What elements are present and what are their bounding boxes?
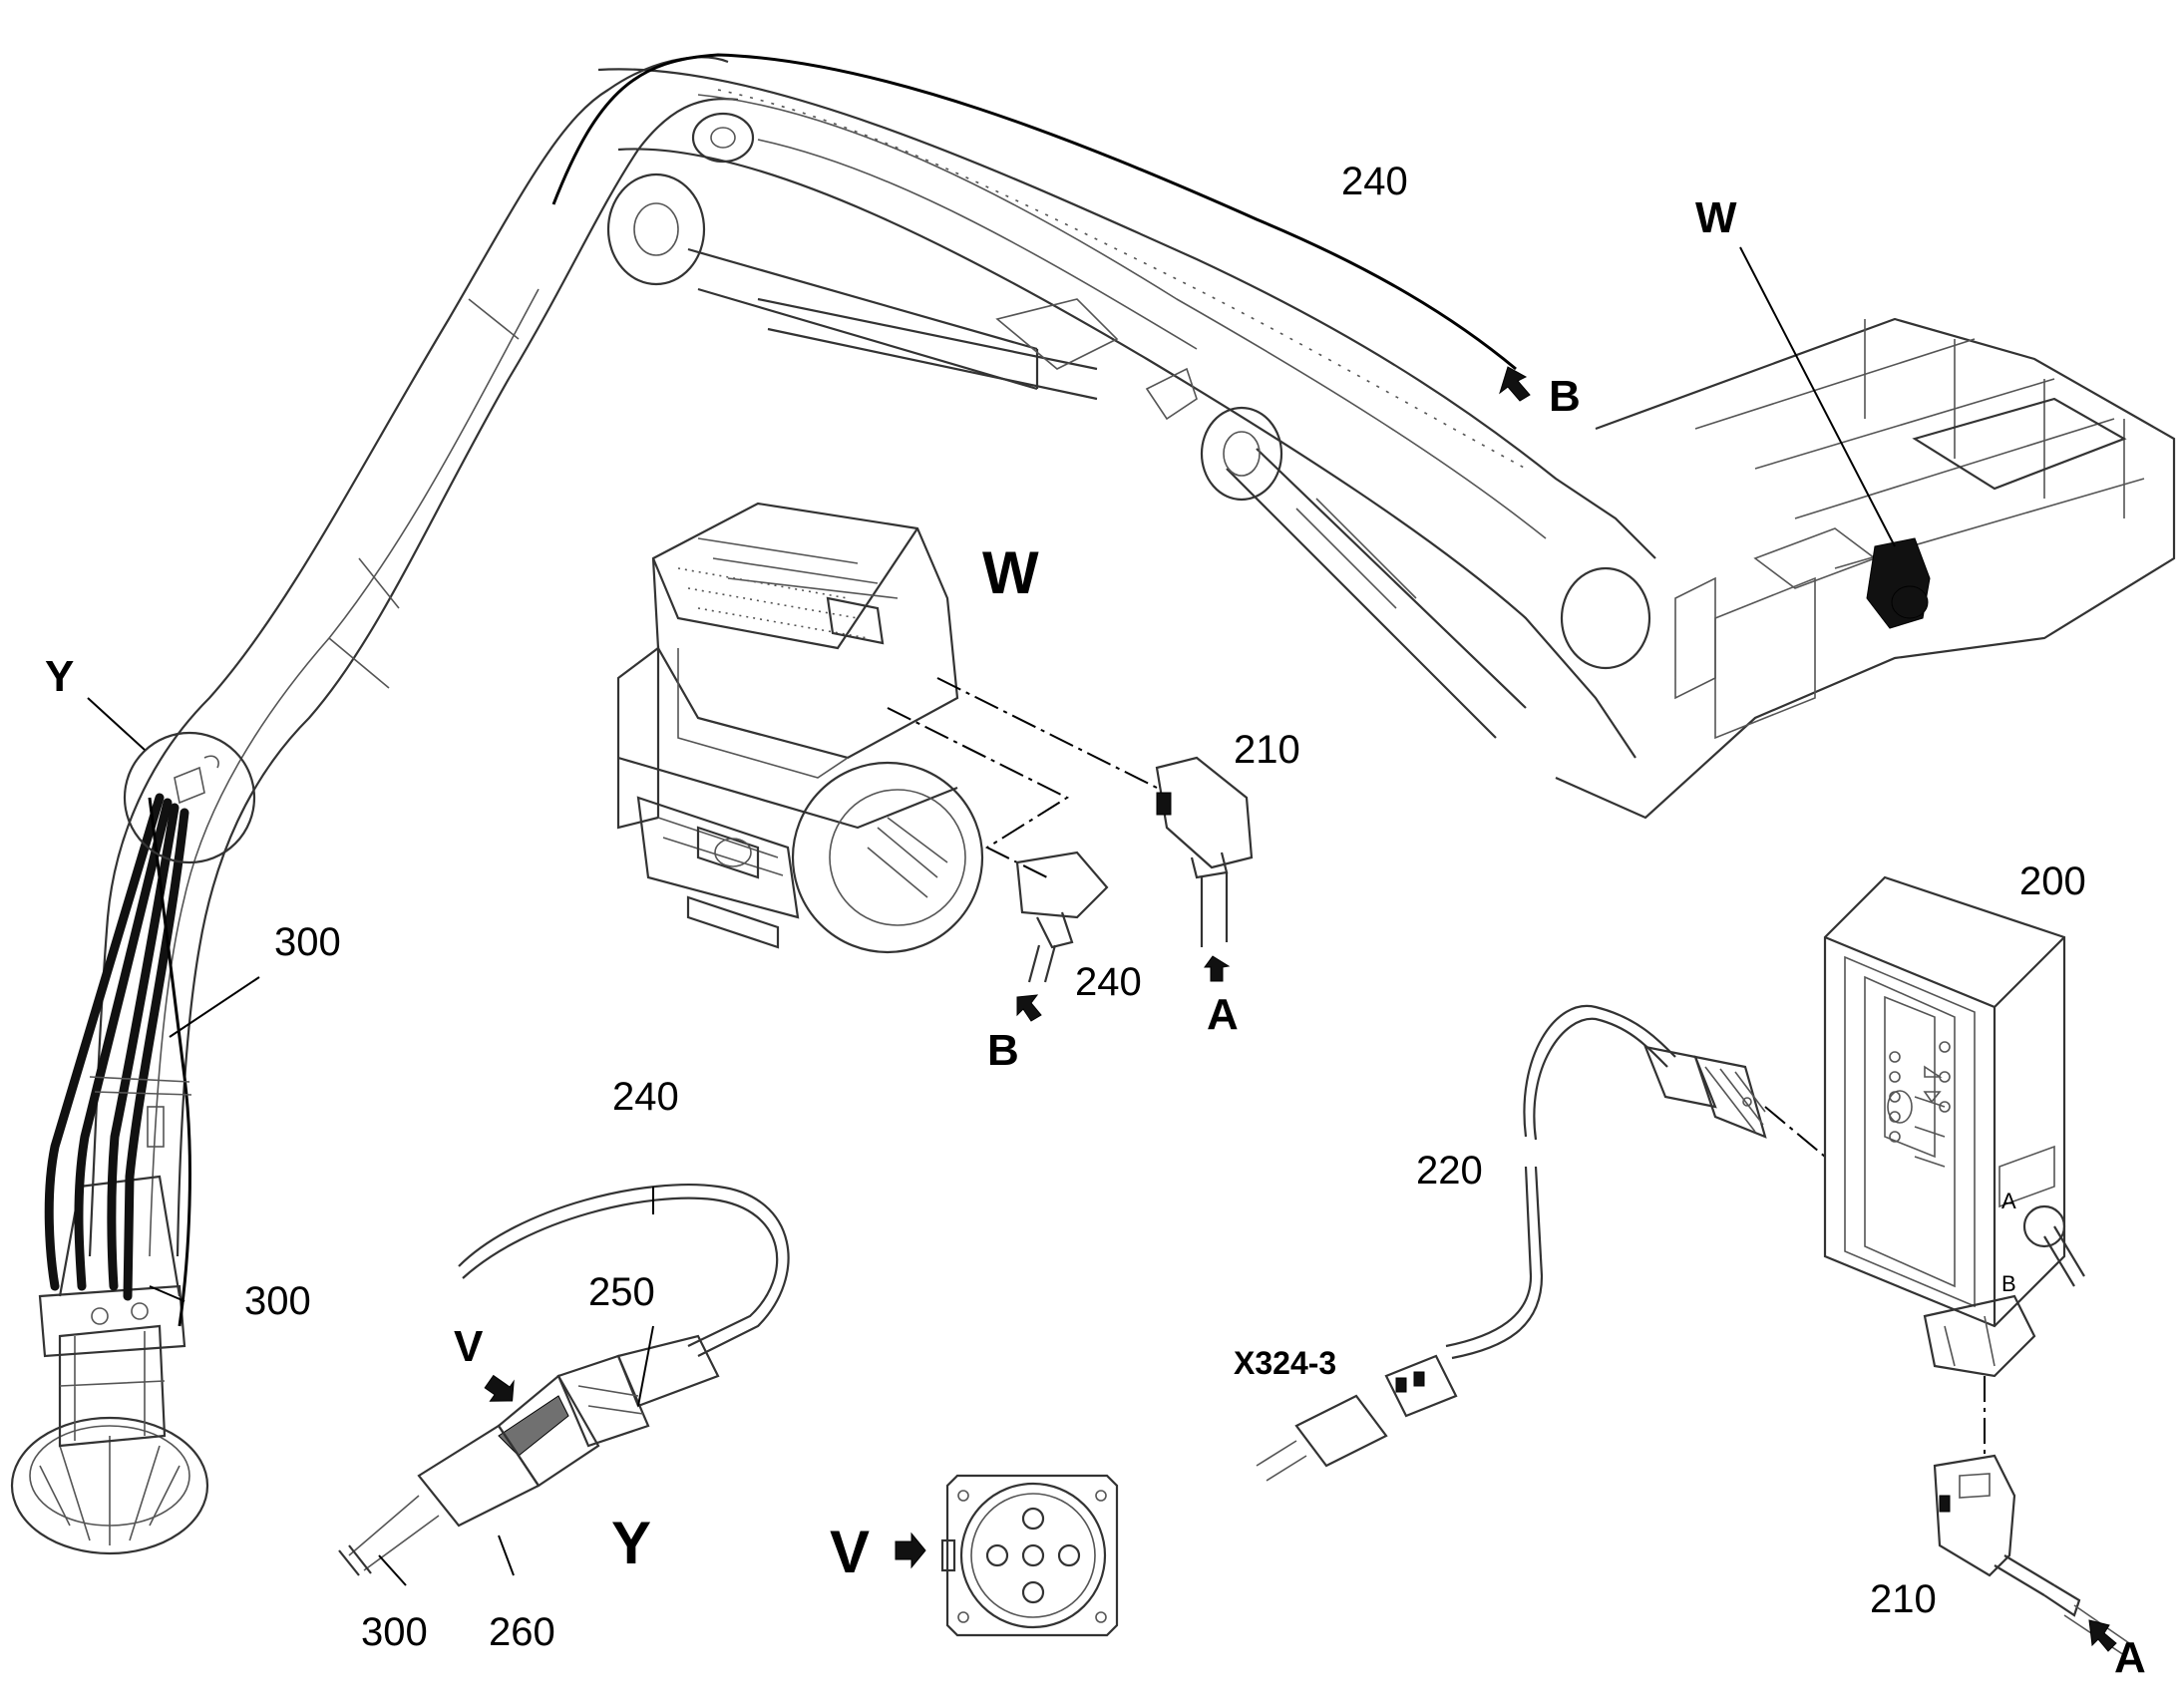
label-240-plug: 240	[612, 1075, 679, 1119]
ref-arrow-v-plug	[484, 1374, 515, 1402]
socket-v	[940, 1474, 1119, 1637]
connector-path-220	[1764, 1106, 1826, 1158]
crane-boom	[88, 56, 1656, 1257]
leader-lines	[149, 246, 1896, 1586]
detail-circle-y	[87, 697, 256, 864]
label-300-upper: 300	[274, 920, 341, 964]
motor-controller-assembly	[616, 502, 984, 954]
box-marking-b: B	[2001, 1271, 2016, 1296]
ref-arrow-v-socket	[895, 1532, 926, 1569]
label-w-detail: W	[982, 539, 1039, 606]
label-x324-3: X324-3	[1234, 1345, 1336, 1381]
label-300-plug: 300	[361, 1610, 428, 1654]
label-y-plug: Y	[611, 1510, 651, 1576]
box-marking-a: A	[2001, 1189, 2016, 1213]
label-220: 220	[1416, 1149, 1483, 1193]
label-210-motor: 210	[1234, 728, 1300, 772]
label-210-box: 210	[1870, 1577, 1937, 1621]
label-ref-a-motor: A	[1207, 990, 1239, 1039]
label-260: 260	[489, 1610, 555, 1654]
label-240-top: 240	[1341, 160, 1408, 203]
connector-path-240	[887, 707, 1070, 878]
label-200: 200	[2019, 859, 2086, 903]
label-250: 250	[588, 1270, 655, 1314]
label-ref-b-top: B	[1549, 372, 1581, 421]
label-ref-b-motor: B	[987, 1026, 1019, 1075]
label-y-boom: Y	[45, 652, 74, 701]
connector-210-box	[1933, 1454, 2133, 1656]
label-v-plug: V	[454, 1322, 484, 1371]
boom-hoses	[44, 793, 192, 1327]
label-v-socket: V	[830, 1519, 870, 1585]
connector-240-motor	[1015, 851, 1109, 1022]
cable-220	[1256, 1004, 1767, 1482]
cable-240-boom	[551, 53, 1517, 371]
label-300-lower: 300	[244, 1279, 311, 1323]
label-ref-a-box: A	[2114, 1633, 2146, 1682]
control-box-200	[1823, 875, 2085, 1378]
connector-path-210	[936, 677, 1158, 789]
slewing-base	[10, 1175, 209, 1555]
label-w-top: W	[1695, 193, 1737, 242]
ref-arrow-b-top	[1499, 366, 1531, 402]
chassis-frame	[1555, 317, 2176, 820]
label-240-motor: 240	[1075, 960, 1142, 1004]
plug-assembly	[338, 1184, 790, 1576]
connector-210-motor	[1155, 756, 1254, 982]
